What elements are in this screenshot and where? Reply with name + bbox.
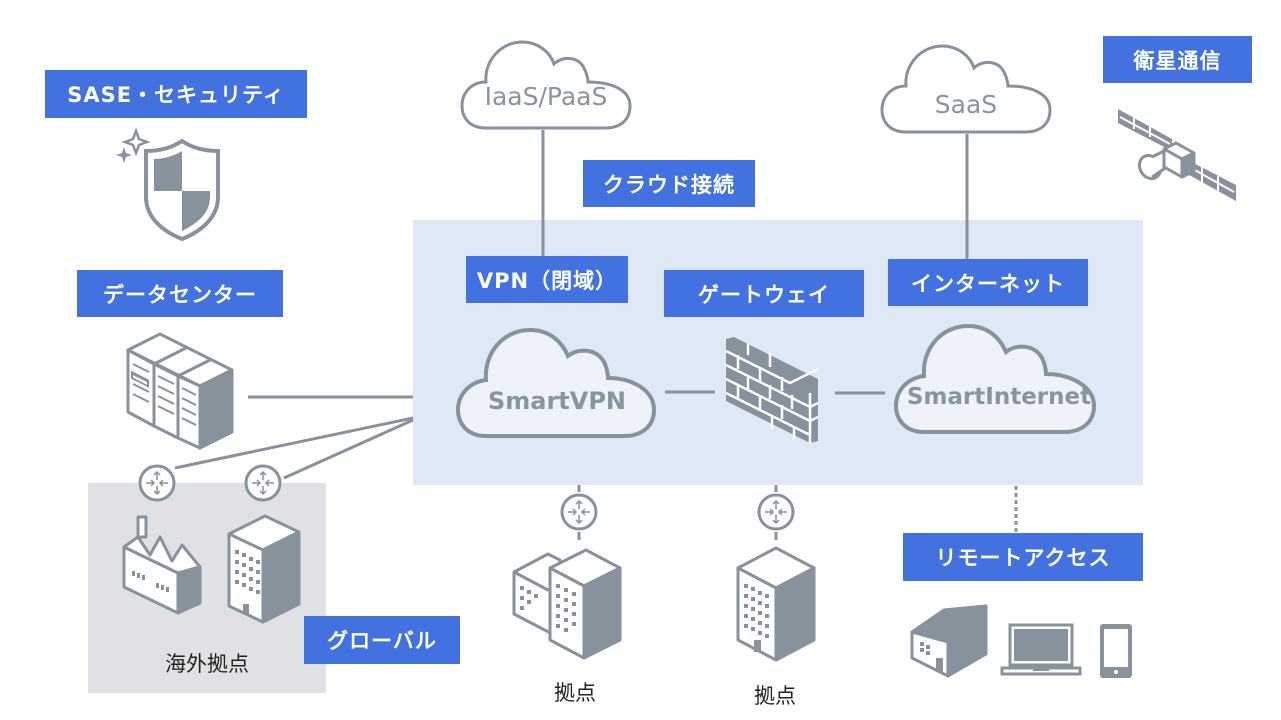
global-label: グローバル [304, 616, 460, 664]
satellite-label: 衛星通信 [1103, 36, 1252, 83]
site-1-caption: 拠点 [554, 681, 596, 705]
sparkle-icon [116, 147, 132, 163]
site-2-caption: 拠点 [754, 684, 796, 708]
overseas-sites-caption: 海外拠点 [165, 652, 249, 676]
office-building-icon [736, 546, 816, 662]
server-rack-icon [126, 332, 234, 450]
smartphone-icon [1100, 624, 1132, 678]
cloud-icon [460, 40, 632, 130]
cloud-icon [893, 323, 1097, 434]
router-icon [244, 464, 282, 502]
cloud-icon [455, 327, 657, 438]
gateway-label: ゲートウェイ [664, 270, 864, 317]
cloud-connection-label: クラウド接続 [583, 160, 755, 207]
internet-label: インターネット [888, 259, 1088, 306]
remote-access-label: リモートアクセス [903, 533, 1143, 581]
smart-vpn-cloud-label: SmartVPN [487, 387, 627, 415]
router-icon [757, 493, 795, 531]
factory-router-to-core-line [174, 416, 414, 470]
smart-internet-cloud-label: SmartInternet [906, 384, 1092, 410]
firewall-icon [725, 337, 819, 443]
office-building-icon [227, 514, 301, 624]
sparkle-icon [121, 127, 151, 157]
data-center-label: データセンター [77, 270, 283, 317]
laptop-icon [1000, 623, 1082, 676]
saas-cloud-label: SaaS [934, 90, 998, 119]
shield-icon [116, 127, 220, 242]
building-router-to-core-line [283, 418, 414, 480]
cloud-icon [880, 44, 1052, 134]
factory-icon [122, 515, 202, 615]
vpn-closed-label: VPN（閉域） [466, 256, 628, 303]
house-icon [910, 604, 988, 678]
router-icon [560, 493, 598, 531]
router-icon [138, 464, 176, 502]
twin-building-icon [512, 548, 622, 660]
iaas-paas-cloud-label: IaaS/PaaS [484, 82, 608, 111]
satellite-icon [1118, 109, 1236, 201]
sase-security-label: SASE・セキュリティ [45, 70, 307, 118]
